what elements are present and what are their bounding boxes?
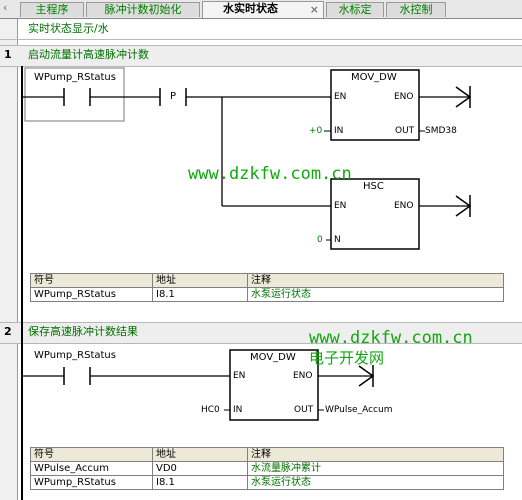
- tab-label: 水标定: [338, 3, 372, 16]
- pin-out: OUT: [395, 126, 415, 136]
- mov-dw-box-2[interactable]: [229, 349, 319, 421]
- network-1-number: 1: [4, 48, 12, 61]
- pin-in: IN: [334, 126, 344, 136]
- watermark-url-2: www.dzkfw.com.cn: [309, 328, 473, 348]
- output-arrow-icon: [455, 86, 472, 108]
- table-row[interactable]: WPulse_Accum VD0 水流量脉冲累计: [30, 461, 504, 476]
- tab-label: 水实时状态: [223, 2, 278, 15]
- n-value[interactable]: 0: [317, 235, 323, 245]
- pin-eno: ENO: [293, 371, 313, 381]
- pin-en: EN: [334, 201, 347, 211]
- symbol-table-1: 符号 地址 注释 WPump_RStatus I8.1 水泵运行状态: [30, 273, 504, 302]
- tab-water-control[interactable]: 水控制: [386, 2, 446, 17]
- program-comment-row: [0, 19, 522, 40]
- tab-main-program[interactable]: 主程序: [20, 2, 84, 17]
- pin-eno: ENO: [394, 201, 414, 211]
- cell-symbol: WPulse_Accum: [30, 461, 153, 476]
- cell-address: VD0: [152, 461, 248, 476]
- mov-dw-box-1[interactable]: [330, 69, 420, 141]
- no-contact-wpump-rstatus-1[interactable]: [63, 88, 91, 106]
- box-title: MOV_DW: [351, 72, 397, 83]
- out-value[interactable]: WPulse_Accum: [325, 405, 393, 415]
- cell-address: I8.1: [152, 475, 248, 490]
- cell-symbol: WPump_RStatus: [30, 287, 153, 302]
- cell-comment: 水泵运行状态: [247, 475, 504, 490]
- tab-label: 主程序: [35, 3, 69, 16]
- tab-water-realtime-status[interactable]: 水实时状态 ×: [202, 1, 324, 18]
- network-1-header[interactable]: [0, 45, 522, 67]
- tab-label: 脉冲计数初始化: [104, 3, 182, 16]
- table-header-row: 符号 地址 注释: [30, 447, 504, 462]
- pin-in: IN: [233, 405, 243, 415]
- tab-bar: ‹ 主程序 脉冲计数初始化 水实时状态 × 水标定 水控制: [0, 0, 522, 19]
- watermark-cn: 电子开发网: [309, 349, 385, 367]
- network-2-number: 2: [4, 325, 12, 338]
- table-row[interactable]: WPump_RStatus I8.1 水泵运行状态: [30, 475, 504, 490]
- ladder-gutter: [0, 19, 18, 500]
- watermark-url-1: www.dzkfw.com.cn: [188, 164, 352, 184]
- tab-scroll-left-icon[interactable]: ‹: [3, 1, 8, 14]
- network-2-title[interactable]: 保存高速脉冲计数结果: [28, 325, 138, 338]
- pin-eno: ENO: [394, 92, 414, 102]
- cell-address: I8.1: [152, 287, 248, 302]
- header-address: 地址: [152, 447, 248, 462]
- table-row[interactable]: WPump_RStatus I8.1 水泵运行状态: [30, 287, 504, 302]
- network-2-header[interactable]: [0, 322, 522, 344]
- box-title: HSC: [363, 181, 384, 192]
- pin-en: EN: [233, 371, 246, 381]
- program-comment[interactable]: 实时状态显示/水: [28, 22, 109, 35]
- output-arrow-icon: [455, 195, 472, 217]
- header-comment: 注释: [247, 447, 504, 462]
- out-value[interactable]: SMD38: [425, 126, 457, 136]
- box-title: MOV_DW: [250, 352, 296, 363]
- contact-label: WPump_RStatus: [34, 72, 116, 83]
- cell-comment: 水泵运行状态: [247, 287, 504, 302]
- cell-symbol: WPump_RStatus: [30, 475, 153, 490]
- pin-en: EN: [334, 92, 347, 102]
- pin-n: N: [334, 235, 341, 245]
- p-label: P: [170, 91, 177, 102]
- no-contact-wpump-rstatus-2[interactable]: [63, 367, 91, 385]
- hsc-box[interactable]: [330, 178, 420, 250]
- header-comment: 注释: [247, 273, 504, 288]
- in-value[interactable]: HC0: [201, 405, 220, 415]
- header-address: 地址: [152, 273, 248, 288]
- symbol-table-2: 符号 地址 注释 WPulse_Accum VD0 水流量脉冲累计 WPump_…: [30, 447, 504, 490]
- header-symbol: 符号: [30, 447, 153, 462]
- tab-water-calibration[interactable]: 水标定: [326, 2, 384, 17]
- in-value[interactable]: +0: [309, 126, 323, 136]
- tab-pulse-count-init[interactable]: 脉冲计数初始化: [86, 2, 200, 17]
- output-arrow-icon: [358, 365, 375, 387]
- tab-close-icon[interactable]: ×: [309, 3, 319, 16]
- contact-label: WPump_RStatus: [34, 350, 116, 361]
- table-header-row: 符号 地址 注释: [30, 273, 504, 288]
- cell-comment: 水流量脉冲累计: [247, 461, 504, 476]
- pin-out: OUT: [294, 405, 314, 415]
- header-symbol: 符号: [30, 273, 153, 288]
- contact-selection-box: [24, 67, 125, 122]
- network-1-title[interactable]: 启动流量计高速脉冲计数: [28, 48, 149, 61]
- tab-label: 水控制: [399, 3, 433, 16]
